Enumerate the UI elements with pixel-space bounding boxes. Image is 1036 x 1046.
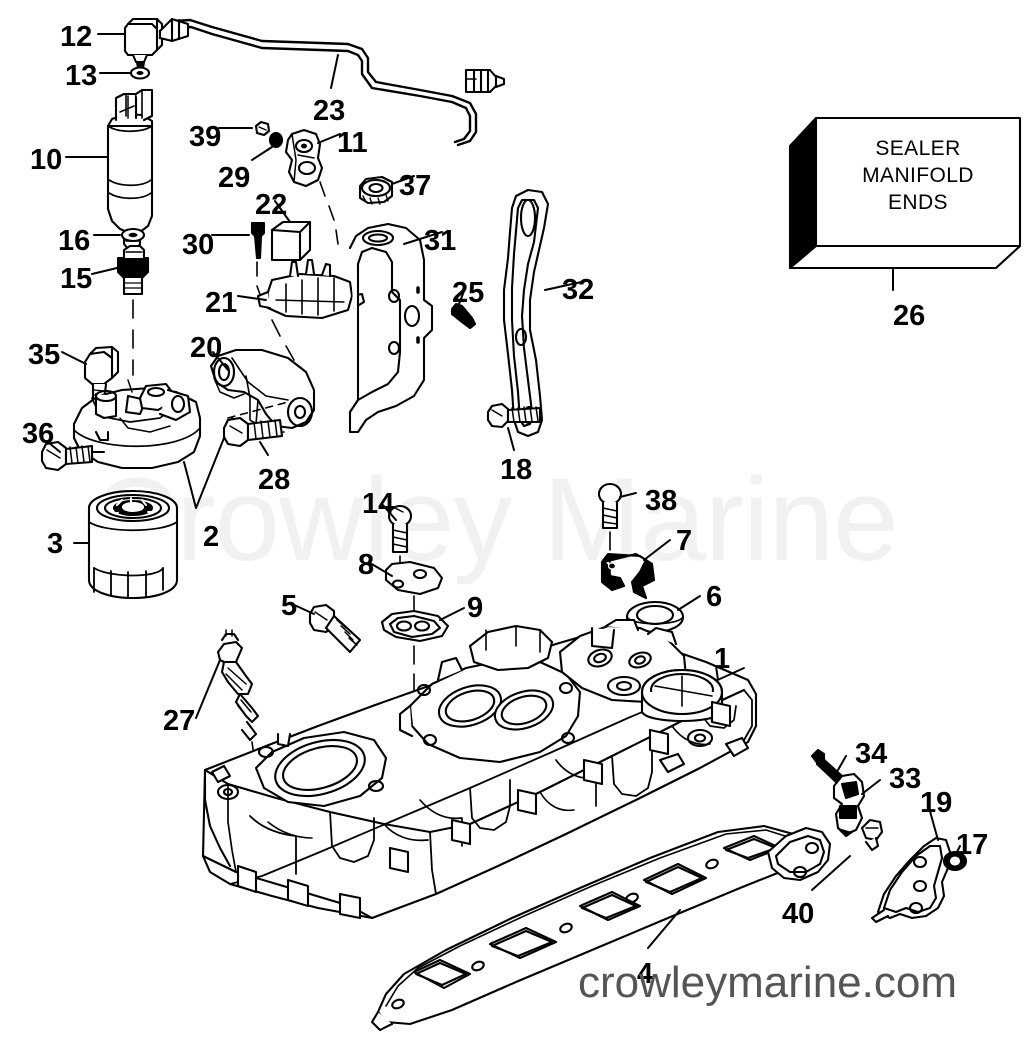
part-23-fuel-line: [158, 17, 506, 147]
callout-37-nut-large: 37: [399, 170, 432, 202]
callout-3-oil-filter: 3: [47, 528, 64, 560]
callout-10-fuel-pump: 10: [30, 144, 63, 176]
callout-8-plate: 8: [358, 549, 375, 581]
part-20-mounting-bracket: [209, 348, 316, 433]
callout-39-nut-small: 39: [189, 121, 222, 153]
watermark-brand: Crowley Marine: [92, 454, 899, 586]
callout-9-gasket: 9: [467, 592, 484, 624]
part-33-bushing: [860, 818, 884, 852]
callout-29-grommet: 29: [218, 162, 251, 194]
part-8-plate: [384, 560, 444, 596]
part-4-gasket: [370, 824, 826, 1032]
sealer-box-text: SEALER MANIFOLD ENDS: [838, 136, 998, 217]
part-39-nut: [254, 120, 271, 137]
callout-16-o-ring-lower: 16: [58, 225, 91, 257]
part-25-screw: [450, 302, 477, 330]
part-10-fuel-pump: [106, 88, 154, 252]
sealer-line-2: MANIFOLD: [862, 163, 974, 187]
part-9-gasket: [380, 609, 450, 643]
part-28-bolt: [222, 416, 284, 448]
callout-6-seal-ring: 6: [706, 581, 723, 613]
callout-33-clamp: 33: [889, 763, 922, 795]
callout-7-retainer-clip: 7: [676, 525, 693, 557]
callout-36-bolt-adapter: 36: [22, 418, 55, 450]
part-11-fitting: [284, 128, 324, 188]
part-34-screw: [810, 748, 844, 784]
part-15-fitting: [116, 244, 150, 296]
callout-38-screw-retainer: 38: [645, 485, 678, 517]
callout-18-bolt-lift-bracket: 18: [500, 454, 533, 486]
callout-40-bracket-lower: 40: [782, 898, 815, 930]
sealer-line-3: ENDS: [888, 190, 948, 214]
callout-20-mounting-bracket: 20: [190, 332, 223, 364]
callout-15-fitting: 15: [60, 263, 93, 295]
callout-31-support-bracket: 31: [424, 225, 457, 257]
part-40-lower-bracket: [766, 826, 832, 882]
part-5-screw: [308, 603, 362, 654]
part-14-screw: [387, 504, 413, 554]
callout-14-stud-screw: 14: [362, 488, 395, 520]
callout-28-bolt: 28: [258, 464, 291, 496]
part-29-grommet: [268, 131, 284, 149]
callout-22-relay: 22: [255, 189, 288, 221]
part-13-oring: [129, 66, 151, 80]
callout-13-o-ring-upper: 13: [65, 60, 98, 92]
part-32-lift-bracket: [502, 188, 550, 438]
callout-1-intake-manifold-body: 1: [714, 643, 731, 675]
callout-27-temperature-sender: 27: [163, 705, 196, 737]
part-16-oring: [120, 227, 146, 243]
callout-17-nut: 17: [956, 829, 989, 861]
callout-2-oil-filter-adapter: 2: [203, 521, 220, 553]
callout-35-oil-pressure-sender: 35: [28, 339, 61, 371]
part-33-clamp: [832, 772, 866, 838]
part-17-nut: [942, 850, 968, 872]
callout-11-fuel-pump-fitting: 11: [337, 127, 368, 159]
callout-12-connector: 12: [60, 21, 93, 53]
callout-21-electrical-module: 21: [205, 287, 238, 319]
callout-26-sealer-callout: 26: [893, 300, 926, 332]
part-27-sender: [216, 629, 260, 742]
callout-32-lift-bracket: 32: [562, 274, 595, 306]
part-18-bolt: [486, 402, 542, 429]
part-38-screw: [597, 482, 623, 530]
callout-19-bracket: 19: [920, 787, 953, 819]
sealer-line-1: SEALER: [875, 137, 961, 160]
callout-25-screw-small: 25: [452, 277, 485, 309]
callout-5-screw: 5: [281, 590, 298, 622]
part-21-module: [256, 258, 366, 320]
callout-23-fuel-line: 23: [313, 95, 346, 127]
part-12-connector: [123, 17, 164, 70]
part-30-screw: [250, 221, 266, 260]
part-37-nut: [358, 175, 394, 205]
part-1-intake-manifold: [201, 618, 758, 920]
part-31-support-bracket: [348, 222, 434, 434]
callout-30-screw-relay: 30: [182, 229, 215, 261]
part-6-seal-ring: [625, 600, 685, 634]
callout-34-screw-clamp: 34: [855, 738, 888, 770]
part-22-relay: [270, 220, 312, 262]
callout-4-manifold-gasket: 4: [637, 958, 654, 990]
part-26-sealer-box: [788, 116, 1022, 270]
part-3-oil-filter: [87, 489, 179, 600]
part-19-bracket: [870, 836, 952, 924]
watermark-url: crowleymarine.com: [578, 958, 957, 1007]
part-2-adapter: [72, 379, 202, 470]
part-7-retainer-clip: [600, 552, 656, 600]
